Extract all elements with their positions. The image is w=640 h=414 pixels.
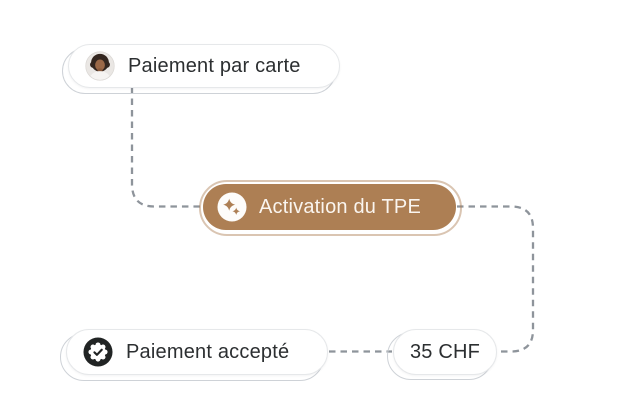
check-badge-icon [83,337,113,367]
node-card-payment-label: Paiement par carte [128,54,301,77]
node-tpe-activation-label: Activation du TPE [259,195,422,218]
node-amount-label: 35 CHF [409,340,481,363]
node-card-payment[interactable]: Paiement par carte [68,44,340,88]
node-payment-accepted[interactable]: Paiement accepté [66,329,328,375]
avatar-photo-icon [85,51,115,81]
node-amount[interactable]: 35 CHF [393,329,497,375]
connector-card-to-activation [128,87,201,210]
node-tpe-activation[interactable]: Activation du TPE [203,184,456,230]
ghost-outline-activation [199,180,462,236]
sparkles-icon [217,192,247,222]
node-payment-accepted-label: Paiement accepté [126,340,290,363]
